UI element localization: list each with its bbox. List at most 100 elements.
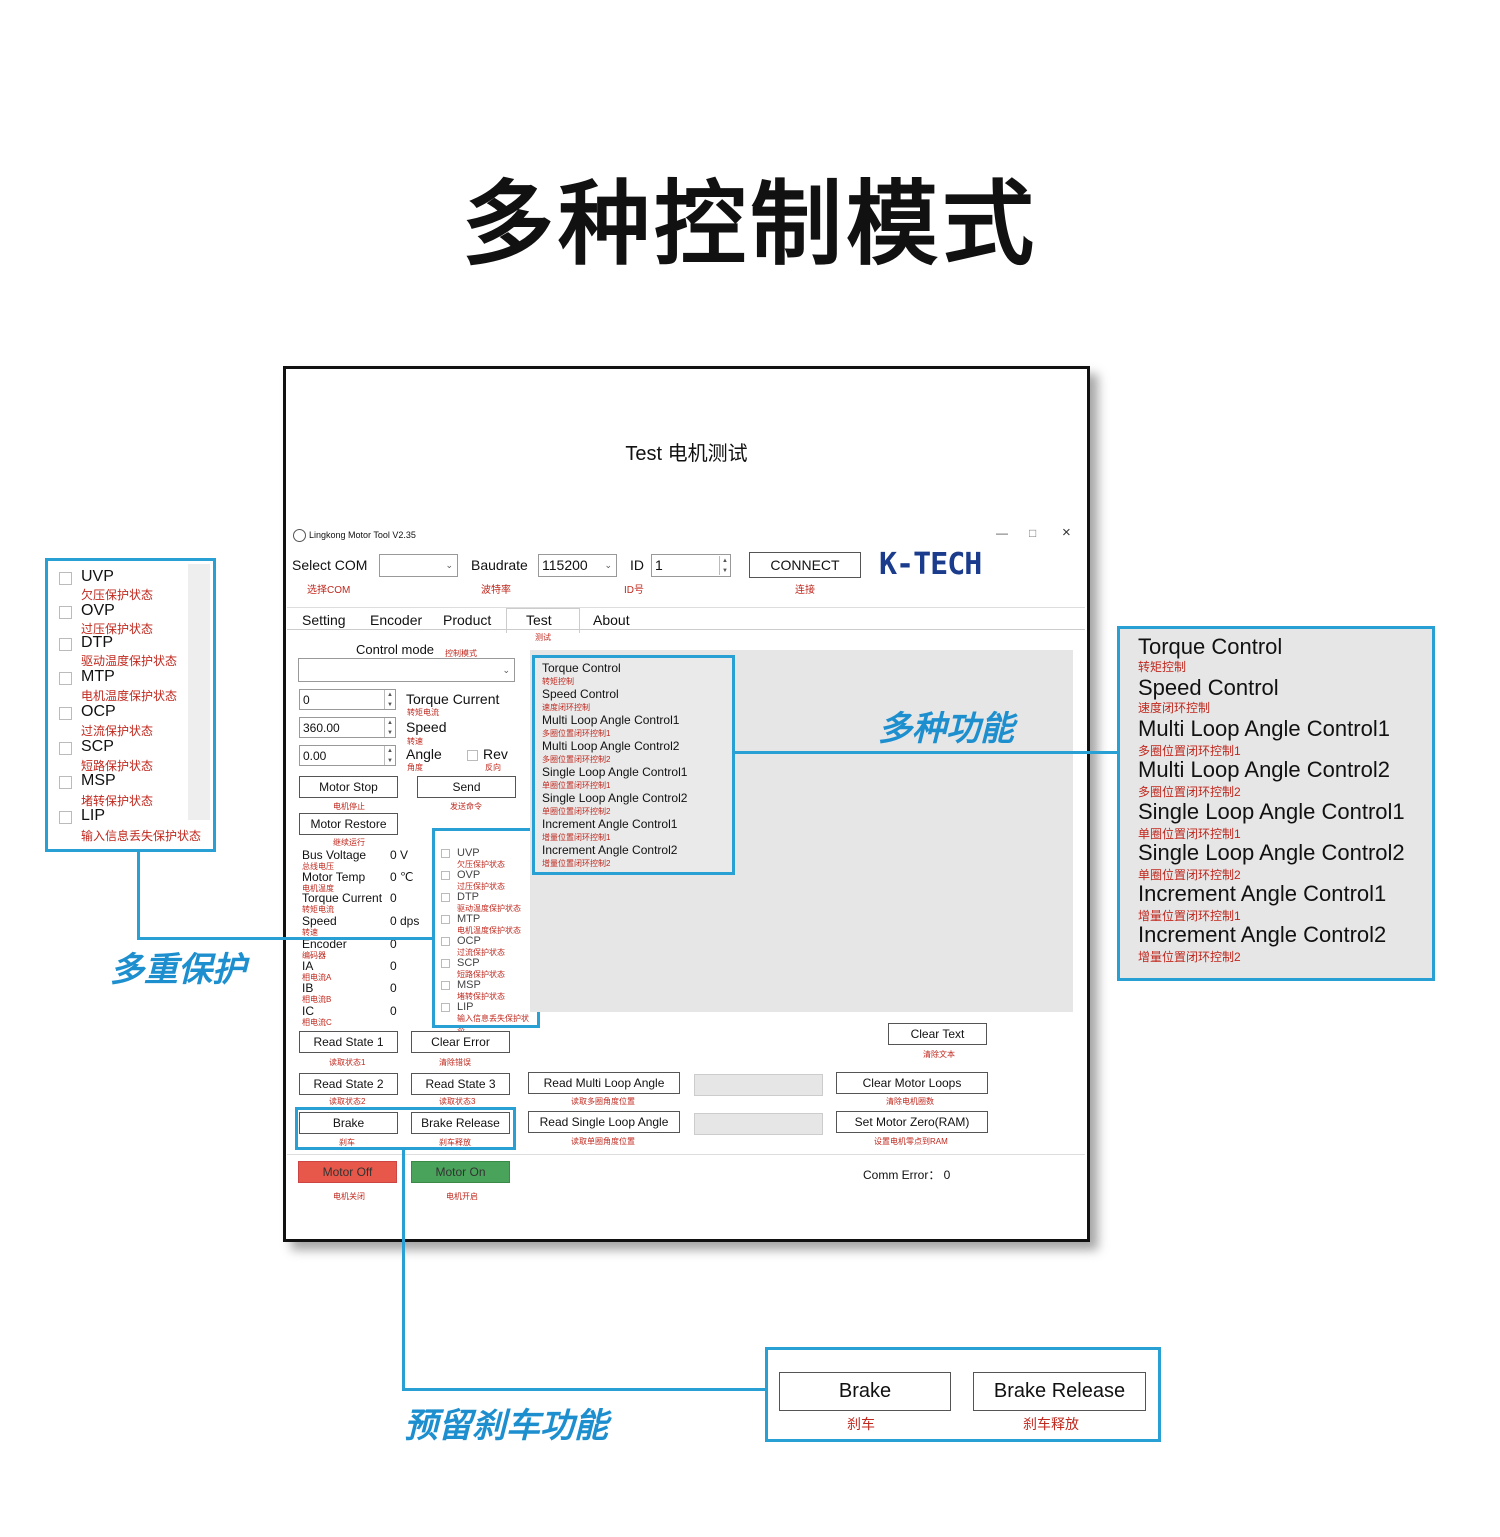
mode-option[interactable]: Single Loop Angle Control2 [1138,840,1405,865]
protection-cn: 过压保护状态 [457,882,505,891]
mode-option[interactable]: Speed Control [542,687,619,701]
mode-option[interactable]: Multi Loop Angle Control1 [1138,716,1390,741]
uvp-checkbox[interactable] [441,849,450,858]
connect-button[interactable]: CONNECT [749,552,861,578]
brake-button-large[interactable]: Brake [779,1372,951,1411]
mode-option[interactable]: Torque Control [542,661,621,675]
motor-on-button[interactable]: Motor On [411,1161,510,1183]
speed-spinner[interactable]: ▲▼ [384,718,395,737]
control-mode-select[interactable]: ⌄ [298,658,515,682]
maximize-icon[interactable]: □ [1029,526,1037,540]
motor-off-cn: 电机关闭 [333,1192,365,1201]
mode-option-cn: 单圈位置闭环控制1 [1138,827,1241,841]
angle-spinner[interactable]: ▲▼ [384,746,395,765]
brake-button[interactable]: Brake [299,1112,398,1134]
protection-label: DTP [81,634,113,651]
msp-checkbox[interactable] [59,776,72,789]
protection-cn: 电机温度保护状态 [81,689,178,703]
ovp-checkbox[interactable] [59,606,72,619]
torque-current-input[interactable]: 0 [299,689,396,710]
tab-about[interactable]: About [593,612,630,628]
mode-option[interactable]: Multi Loop Angle Control1 [542,713,680,727]
read-single-loop-button[interactable]: Read Single Loop Angle [528,1111,680,1133]
brake-release-button-large[interactable]: Brake Release [973,1372,1146,1411]
set-motor-zero-button[interactable]: Set Motor Zero(RAM) [836,1111,988,1133]
mtp-checkbox[interactable] [441,915,450,924]
tab-divider [287,607,1085,608]
ocp-checkbox[interactable] [441,937,450,946]
dtp-checkbox[interactable] [441,893,450,902]
chevron-down-icon: ⌄ [604,560,612,570]
status-value: 0 [390,959,397,973]
mode-option[interactable]: Increment Angle Control1 [542,817,678,831]
com-select[interactable]: ⌄ [379,554,458,577]
read-multi-loop-button[interactable]: Read Multi Loop Angle [528,1072,680,1094]
mode-option[interactable]: Single Loop Angle Control2 [542,791,688,805]
status-label: Torque Current [302,891,383,905]
mode-option[interactable]: Single Loop Angle Control1 [1138,799,1405,824]
clear-text-button[interactable]: Clear Text [888,1023,987,1045]
protection-label: MTP [81,668,115,685]
torque-spinner[interactable]: ▲▼ [384,690,395,709]
dtp-checkbox[interactable] [59,638,72,651]
lip-checkbox[interactable] [59,811,72,824]
id-spinner[interactable]: ▲▼ [719,556,730,575]
uvp-checkbox[interactable] [59,572,72,585]
scp-checkbox[interactable] [59,742,72,755]
motor-restore-button[interactable]: Motor Restore [299,813,398,835]
protection-label: MTP [457,913,481,925]
mode-option[interactable]: Single Loop Angle Control1 [542,765,688,779]
mode-option[interactable]: Increment Angle Control1 [1138,881,1387,906]
clear-motor-loops-cn: 清除电机圈数 [886,1097,934,1106]
brake-release-button[interactable]: Brake Release [411,1112,510,1134]
protection-cn: 驱动温度保护状态 [81,654,178,668]
chevron-down-icon: ⌄ [445,560,453,570]
mode-option[interactable]: Multi Loop Angle Control2 [542,739,680,753]
close-icon[interactable]: × [1062,524,1071,541]
speed-input[interactable]: 360.00 [299,717,396,738]
id-input[interactable]: 1 [651,554,731,577]
ocp-checkbox[interactable] [59,707,72,720]
baudrate-select[interactable]: 115200⌄ [538,554,617,577]
mtp-checkbox[interactable] [59,672,72,685]
chevron-down-icon: ⌄ [502,665,510,675]
tab-test[interactable]: Test [526,612,552,628]
read-state2-button[interactable]: Read State 2 [299,1073,398,1095]
send-button[interactable]: Send [417,776,516,798]
motor-stop-button[interactable]: Motor Stop [299,776,398,798]
angle-input[interactable]: 0.00 [299,745,396,766]
mode-list-highlight [532,655,735,875]
mode-option[interactable]: Speed Control [1138,675,1279,700]
protection-label: UVP [81,568,114,585]
protection-callout [45,558,216,852]
status-value: 0 [390,981,397,995]
rev-checkbox[interactable] [467,750,478,761]
mode-option-cn: 增量位置闭环控制2 [542,859,611,868]
clear-error-button[interactable]: Clear Error [411,1031,510,1053]
status-value: 0 [390,937,397,951]
protection-label: LIP [457,1001,474,1013]
mode-option[interactable]: Increment Angle Control2 [542,843,678,857]
tab-encoder[interactable]: Encoder [370,612,423,628]
mode-option-cn: 单圈位置闭环控制1 [542,781,611,790]
mode-option[interactable]: Increment Angle Control2 [1138,922,1387,947]
msp-checkbox[interactable] [441,981,450,990]
app-title: Lingkong Motor Tool V2.35 [309,530,416,540]
tab-product[interactable]: Product [443,612,492,628]
scp-checkbox[interactable] [441,959,450,968]
motor-off-button[interactable]: Motor Off [298,1161,397,1183]
protection-scrollbar[interactable] [188,564,210,820]
mode-option[interactable]: Torque Control [1138,634,1283,659]
read-multi-loop-cn: 读取多圈角度位置 [571,1097,635,1106]
mode-option[interactable]: Multi Loop Angle Control2 [1138,757,1390,782]
protection-cn: 短路保护状态 [457,970,505,979]
read-state1-button[interactable]: Read State 1 [299,1031,398,1053]
tab-setting[interactable]: Setting [302,612,346,628]
status-label: Encoder [302,937,347,951]
read-state3-button[interactable]: Read State 3 [411,1073,510,1095]
ovp-checkbox[interactable] [441,871,450,880]
lip-checkbox[interactable] [441,1003,450,1012]
clear-motor-loops-button[interactable]: Clear Motor Loops [836,1072,988,1094]
control-mode-cn: 控制模式 [445,649,477,658]
minimize-icon[interactable]: — [996,526,1008,540]
